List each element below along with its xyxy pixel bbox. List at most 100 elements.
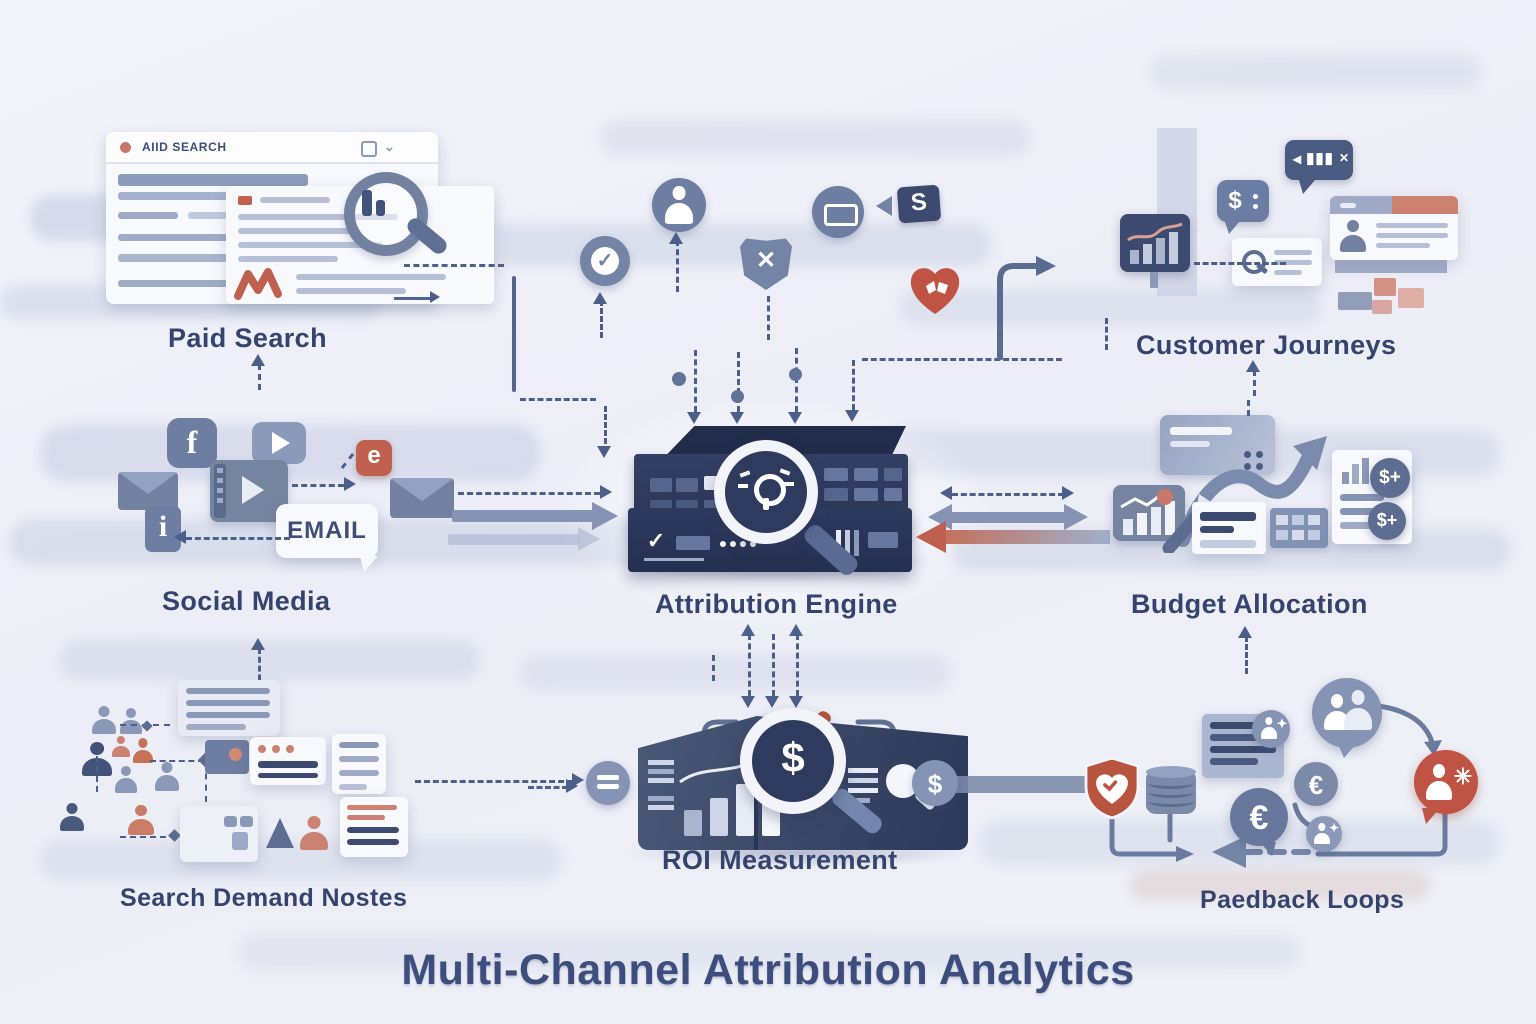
note-line: [186, 700, 270, 706]
facebook-icon[interactable]: f: [167, 418, 217, 468]
engine-grid-cell: [824, 468, 848, 481]
facebook-f-glyph: f: [186, 424, 198, 460]
lens-spark: [784, 482, 794, 486]
grid-cell: [1292, 530, 1304, 540]
user-plus-bubble: ✦: [1252, 710, 1290, 748]
engine-grid-cell: [884, 468, 902, 481]
background-wash: [430, 225, 990, 265]
banner-dot: [1256, 463, 1263, 470]
back-arrow-glyph: ◂: [1292, 151, 1302, 168]
summary-line: [1200, 512, 1256, 521]
person-icon: [300, 816, 328, 850]
search-demand-label: Search Demand Nostes: [120, 884, 408, 912]
dollar-plus-glyph: $+: [1379, 467, 1401, 488]
dollar-bubble-icon: $: [1217, 180, 1269, 234]
card-badge-icon: [812, 186, 864, 238]
lens-spark: [738, 484, 748, 488]
small-arrow-line: [394, 297, 430, 300]
person-icon: [133, 738, 153, 763]
rating-dot: [286, 745, 294, 753]
info-app-icon[interactable]: i: [145, 506, 181, 552]
info-i-glyph: i: [158, 510, 168, 543]
browser-text-line: [118, 280, 228, 287]
grid-cell: [1276, 515, 1288, 525]
note-line: [1210, 734, 1276, 741]
doc-line: [1340, 508, 1384, 515]
menu-line: [597, 784, 619, 789]
asterisk-glyph: ✳: [1453, 764, 1473, 789]
arrowhead-up: [251, 354, 265, 366]
banner-line: [1170, 427, 1232, 435]
mosaic-tile: [1398, 288, 1424, 308]
main-title: Multi-Channel Attribution Analytics: [401, 946, 1135, 994]
coin-dollar-glyph: $: [927, 769, 943, 799]
arrowhead-down: [845, 410, 859, 422]
search-card-line: [1274, 270, 1302, 275]
check-inner: [591, 247, 619, 275]
arrowhead-down: [788, 412, 802, 424]
roi-side-line: [648, 769, 674, 774]
paid-search-label: Paid Search: [168, 323, 327, 353]
roi-magnifier-lens: [752, 720, 834, 802]
mini-bars: [1120, 489, 1175, 535]
background-wash: [520, 655, 950, 691]
video-player-icon[interactable]: [210, 460, 288, 522]
route-engine-to-journeys: [997, 256, 1056, 360]
engine-chip: [676, 478, 698, 492]
junction-dot: [789, 368, 802, 381]
engine-vent: [854, 530, 859, 556]
browser-window-icon[interactable]: [361, 141, 377, 157]
engine-led: [750, 541, 756, 547]
euro-glyph: €: [1308, 770, 1324, 800]
budget-chart-card: [1113, 485, 1185, 541]
arrowhead-right: [600, 485, 612, 499]
engine-led: [740, 541, 746, 547]
check-glyph: ✓: [596, 250, 614, 272]
budget-summary-card: [1192, 502, 1266, 554]
feed-line: [737, 352, 740, 412]
ghost-arrow-shaft: [448, 534, 580, 545]
bubble-dot: [1253, 204, 1258, 209]
demand-photo-card: [205, 740, 249, 774]
profile-header-dash: [1340, 203, 1356, 208]
note-line: [1210, 758, 1258, 765]
person-icon: [60, 803, 84, 831]
route-solid-segment: [512, 276, 516, 392]
mosaic-tile: [1374, 278, 1396, 296]
summary-line: [1200, 526, 1234, 533]
journeys-bottom-band: [1335, 260, 1447, 273]
solid-arrowhead-right: [592, 502, 618, 530]
roi-side-line: [648, 760, 674, 765]
film-hole: [217, 468, 223, 473]
card-glyph: [824, 204, 858, 226]
roi-right-line: [848, 788, 878, 793]
browser-text-line: [118, 234, 248, 241]
magnifier-bars-glyph: [362, 190, 372, 216]
journey-steps-bubble: ◂ ▮▮▮ ✕: [1285, 140, 1353, 194]
search-card-line: [1274, 250, 1312, 255]
dollar-plus-glyph: $+: [1376, 510, 1398, 530]
envelope-icon[interactable]: [390, 478, 454, 518]
film-hole: [217, 478, 223, 483]
paid-search-up-connector: [258, 364, 261, 390]
demand-tile-card: [180, 806, 258, 862]
user-plus-small-bubble: ✦: [1306, 816, 1342, 852]
roi-side-line: [648, 778, 674, 783]
result-text-line: [238, 214, 398, 220]
note-line: [186, 712, 270, 718]
film-hole: [217, 498, 223, 503]
browser-text-line: [118, 192, 278, 200]
engine-magnifier-icon: [714, 440, 818, 544]
browser-chevron-icon[interactable]: ⌄: [384, 139, 395, 154]
video-play-icon[interactable]: [252, 422, 306, 464]
db-top: [1146, 766, 1196, 778]
tile: [232, 832, 248, 850]
doc-mini-bars: [1342, 458, 1369, 484]
euro-bubble-small: €: [1294, 762, 1338, 806]
arrowhead-up: [251, 638, 265, 650]
envelope-icon[interactable]: [118, 472, 178, 510]
email-app-icon[interactable]: e: [356, 440, 392, 476]
result-text-line: [238, 228, 358, 234]
roi-right-line: [848, 768, 878, 773]
feed-line: [694, 350, 697, 412]
